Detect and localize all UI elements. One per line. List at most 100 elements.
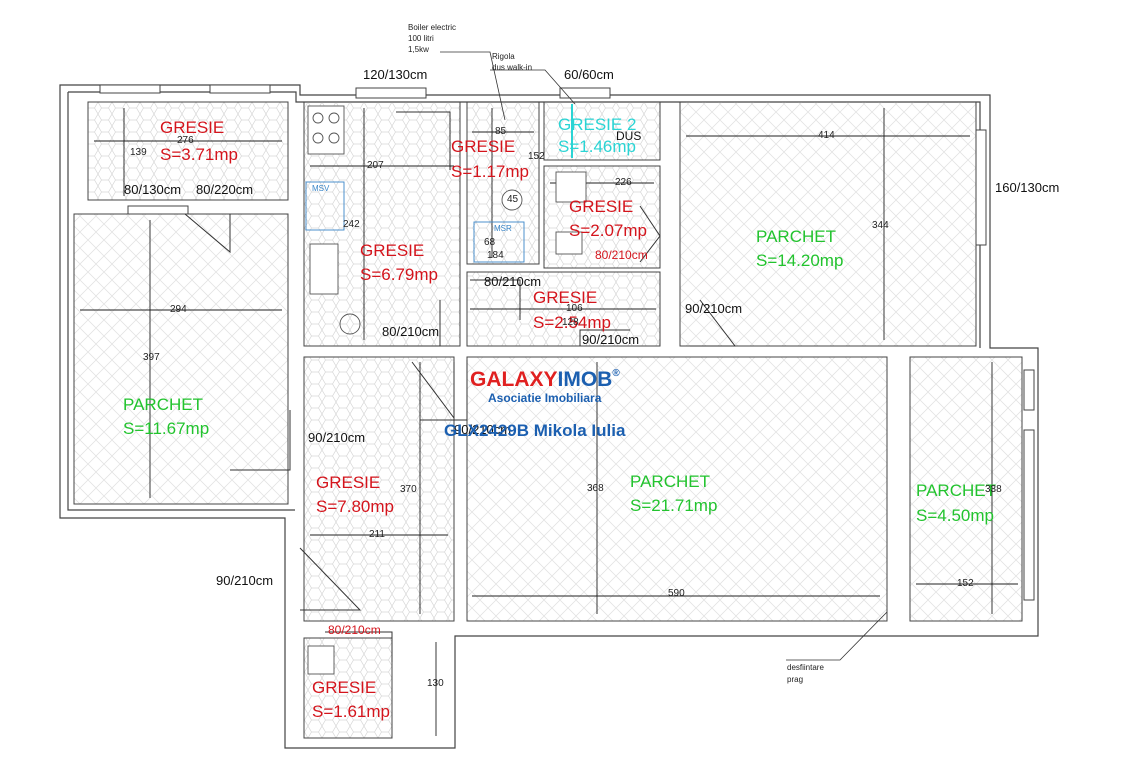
listing-id: GLX2429B Mikola Iulia xyxy=(444,421,626,440)
washer-msr xyxy=(473,221,525,263)
dimension-value: 130 xyxy=(427,678,444,689)
room-area-label: S=1.46mp xyxy=(558,137,636,156)
opening-label: 160/130cm xyxy=(995,180,1060,195)
dimension-value: 184 xyxy=(487,250,504,261)
washer-msv xyxy=(305,181,345,231)
opening-label: 80/210cm xyxy=(382,324,440,339)
stove xyxy=(307,105,345,155)
fan xyxy=(339,313,361,335)
dimension-value: 242 xyxy=(343,219,360,230)
dimension-value: 85 xyxy=(495,126,507,137)
dimension-value: 45 xyxy=(507,194,519,205)
dimension-value: 276 xyxy=(177,135,194,146)
room-area-label: S=2.54mp xyxy=(533,313,611,332)
room-area-label: S=1.17mp xyxy=(451,162,529,181)
room-living xyxy=(466,356,888,622)
room-type-label: PARCHET xyxy=(916,481,996,500)
note-line: 100 litri xyxy=(408,34,434,43)
opening-label: 90/210cm xyxy=(582,332,640,347)
room-area-label: S=21.71mp xyxy=(630,496,718,515)
room-area-label: S=1.61mp xyxy=(312,702,390,721)
room-area-label: S=6.79mp xyxy=(360,265,438,284)
room-type-label: GRESIE xyxy=(360,241,425,260)
dimension-value: 152 xyxy=(957,578,974,589)
parquet-rooms xyxy=(73,101,1023,622)
room-wc xyxy=(466,101,540,265)
room-type-label: GRESIE xyxy=(569,197,634,216)
dimension-value: 152 xyxy=(528,151,545,162)
room-type-label: GRESIE xyxy=(533,288,598,307)
fixture-label: MSV xyxy=(312,184,330,193)
brand-name-part: GALAXY xyxy=(470,368,558,391)
sink-entry xyxy=(307,645,335,675)
opening-label: 120/130cm xyxy=(363,67,428,82)
dimension-value: 106 xyxy=(566,303,583,314)
dimension-value: 344 xyxy=(872,220,889,231)
opening-label: 80/220cm xyxy=(196,182,254,197)
dimension-lines xyxy=(80,108,1018,736)
dimension-value: 370 xyxy=(400,484,417,495)
room-type-label: PARCHET xyxy=(123,395,203,414)
opening-label: 90/210cm xyxy=(216,573,274,588)
dimension-value: 68 xyxy=(484,237,496,248)
opening-label: 90/210cm xyxy=(308,430,366,445)
dimension-value: 226 xyxy=(615,177,632,188)
registered-mark: ® xyxy=(612,368,620,379)
dimension-value: 338 xyxy=(985,484,1002,495)
dimension-value: 211 xyxy=(369,529,385,540)
room-bath-top-left xyxy=(87,101,289,201)
dimension-value: 207 xyxy=(367,160,384,171)
toilet-bath xyxy=(555,231,583,255)
brand-logo: GALAXYIMOB® xyxy=(470,368,620,391)
brand-tagline: Asociatie Imobiliara xyxy=(488,391,602,405)
note-line: 1,5kw xyxy=(408,45,429,54)
opening-label: 80/130cm xyxy=(124,182,182,197)
dimension-value: 590 xyxy=(668,588,685,599)
opening-label: 90/210cm xyxy=(685,301,743,316)
sink-kitchen xyxy=(309,243,339,295)
room-area-label: S=11.67mp xyxy=(123,419,210,438)
room-kitchen xyxy=(303,101,461,347)
room-type-label: GRESIE 2 xyxy=(558,115,637,134)
note-line: dus walk-in xyxy=(492,63,533,72)
fixture-label: MSR xyxy=(494,224,512,233)
room-type-label: GRESIE xyxy=(312,678,377,697)
note-line: prag xyxy=(787,675,804,684)
room-type-label: PARCHET xyxy=(630,472,710,491)
fixtures xyxy=(305,104,911,675)
room-area-label: S=7.80mp xyxy=(316,497,394,516)
note-line: Rigola xyxy=(492,52,515,61)
room-area-label: S=14.20mp xyxy=(756,251,844,270)
room-hallway xyxy=(303,356,455,622)
toilet-wc xyxy=(501,189,523,211)
room-type-label: GRESIE xyxy=(316,473,381,492)
note-leaders xyxy=(440,51,888,661)
room-type-label: GRESIE xyxy=(160,118,225,137)
dimension-value: 368 xyxy=(587,483,604,494)
door-swings xyxy=(184,111,737,662)
dimension-value: 414 xyxy=(818,130,835,141)
brand-name-part: IMOB xyxy=(557,368,613,391)
dimension-value: 397 xyxy=(143,352,160,363)
room-area-label: S=4.50mp xyxy=(916,506,994,525)
room-type-label: PARCHET xyxy=(756,227,836,246)
opening-label: 80/210cm xyxy=(484,274,542,289)
room-top-right xyxy=(679,101,977,347)
windows xyxy=(99,84,1035,601)
note-line: desfiintare xyxy=(787,663,824,672)
room-area-label: S=3.71mp xyxy=(160,145,238,164)
room-type-label: GRESIE xyxy=(451,137,516,156)
tiled-rooms xyxy=(87,101,661,739)
dimension-value: 128 xyxy=(562,317,579,328)
room-area-label: S=2.07mp xyxy=(569,221,647,240)
opening-label: 90/210cm xyxy=(454,422,512,437)
room-balcony xyxy=(909,356,1023,622)
dimension-value: 294 xyxy=(170,304,187,315)
fixture-label: DUS xyxy=(616,129,642,143)
opening-label: 60/60cm xyxy=(564,67,614,82)
opening-label: 80/210cm xyxy=(328,623,381,637)
dimension-value: 139 xyxy=(130,147,147,158)
room-left xyxy=(73,213,289,505)
opening-label: 80/210cm xyxy=(595,248,648,262)
